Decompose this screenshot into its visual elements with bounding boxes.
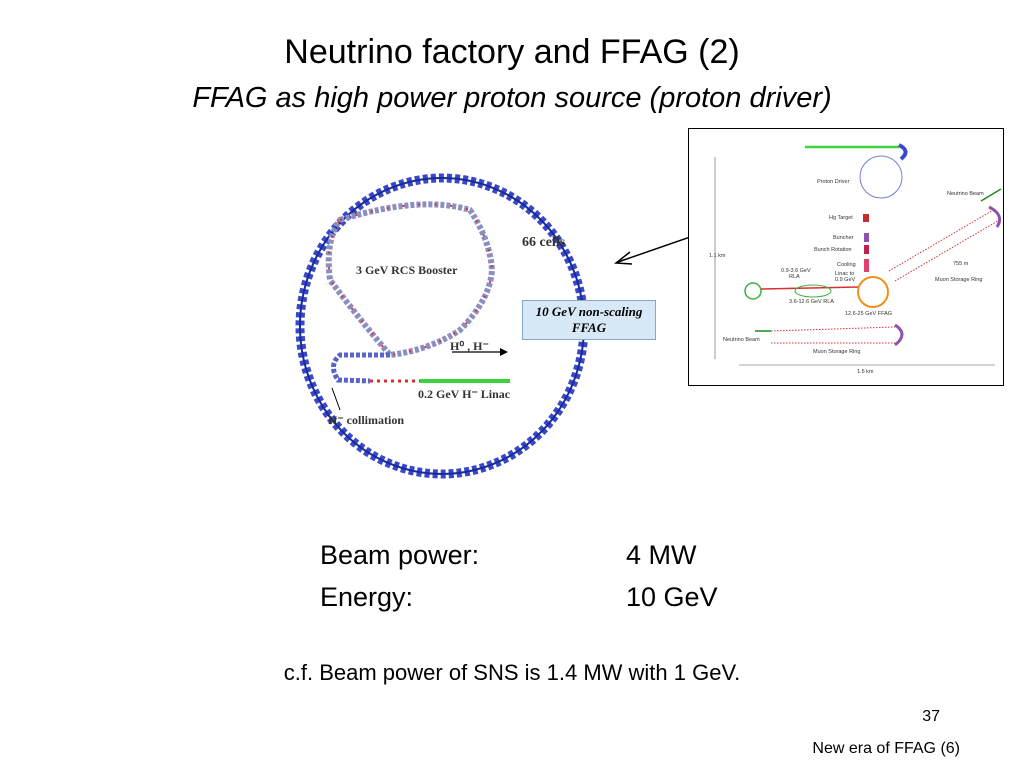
ffag-label: 12.6-25 GeV FFAG	[845, 311, 892, 317]
dist-1-1km-label: 1.1 km	[709, 253, 726, 259]
linac-label-b: 0.9 GeV	[835, 277, 856, 283]
comparison-note: c.f. Beam power of SNS is 1.4 MW with 1 …	[283, 660, 741, 685]
energy-label: Energy:	[320, 582, 414, 612]
injection-arrow-head	[500, 348, 508, 356]
slide-title: Neutrino factory and FFAG (2)	[284, 33, 740, 71]
injection-label: H⁰ , H⁻	[450, 339, 489, 353]
muon-ring-right-label: Muon Storage Ring	[935, 277, 982, 283]
booster-label: 3 GeV RCS Booster	[356, 263, 458, 277]
ring-bottom-straight-1	[770, 326, 896, 332]
neutrino-beam-top-label: Neutrino Beam	[947, 191, 984, 197]
beam-power-value: 4 MW	[626, 540, 697, 570]
proton-driver-ring	[859, 155, 903, 199]
rla2	[794, 284, 832, 298]
ffag-label-box: 10 GeV non-scaling FFAG	[522, 300, 656, 340]
neutrino-beam-top	[980, 188, 1002, 202]
booster-magnets	[327, 203, 494, 357]
rla1-label-b: RLA	[789, 274, 800, 280]
linac-label: 0.2 GeV H⁻ Linac	[418, 387, 511, 401]
ring-right-arc	[988, 205, 1002, 228]
ring-right-straight-1	[888, 208, 996, 272]
dist-755-label: 755 m	[953, 261, 969, 267]
buncher	[864, 233, 869, 242]
rla1-label-a: 0.9-3.6 GeV	[781, 268, 811, 274]
neutrino-factory-layout: Proton Driver Hg Target Buncher Bunch Ro…	[688, 128, 1004, 386]
energy-value: 10 GeV	[626, 582, 718, 612]
page-number: 37	[922, 708, 940, 725]
linac-line	[760, 286, 860, 290]
dist-1-5km-label: 1.5 km	[857, 369, 874, 375]
ffag-label-line2: FFAG	[571, 320, 607, 335]
bunch-rotation-label: Bunch Rotation	[814, 247, 852, 253]
ffag-label-line1: 10 GeV non-scaling	[535, 304, 643, 319]
cooling-label: Cooling	[837, 262, 856, 268]
ring-bottom-arc	[894, 323, 904, 347]
injection-line	[331, 352, 390, 384]
layout-drawing: Proton Driver Hg Target Buncher Bunch Ro…	[709, 143, 1002, 375]
hg-target-label: Hg Target	[829, 215, 853, 221]
hg-target	[863, 214, 869, 222]
pointer-arrow-head	[613, 251, 633, 265]
footer-text: New era of FFAG (6)	[812, 740, 960, 757]
slide-subtitle: FFAG as high power proton source (proton…	[192, 82, 832, 114]
rla1	[744, 282, 762, 300]
neutrino-beam-left-label: Neutrino Beam	[723, 337, 760, 343]
bunch-rotation	[864, 245, 869, 254]
beam-power-label: Beam power:	[320, 540, 480, 570]
buncher-label: Buncher	[833, 235, 854, 241]
ffag-ring	[857, 276, 889, 308]
cells-label: 66 cells	[522, 235, 566, 250]
muon-ring-bottom-label: Muon Storage Ring	[813, 349, 860, 355]
ring-right-straight-2	[894, 218, 1002, 282]
collimation-pointer	[331, 387, 341, 411]
proton-driver-label: Proton Driver	[817, 179, 850, 185]
collimation-label: H⁻ collimation	[328, 413, 404, 427]
cooling	[864, 259, 869, 272]
rcs-booster-ring	[325, 201, 496, 359]
rla2-label: 3.6-12.6 GeV RLA	[789, 299, 834, 305]
ffag-ring-diagram: 66 cells 3 GeV RCS Booster H⁰ , H⁻ 0.2 G…	[295, 173, 589, 479]
proton-driver-arc	[898, 143, 908, 161]
linac-label-a: Linac to	[835, 271, 854, 277]
